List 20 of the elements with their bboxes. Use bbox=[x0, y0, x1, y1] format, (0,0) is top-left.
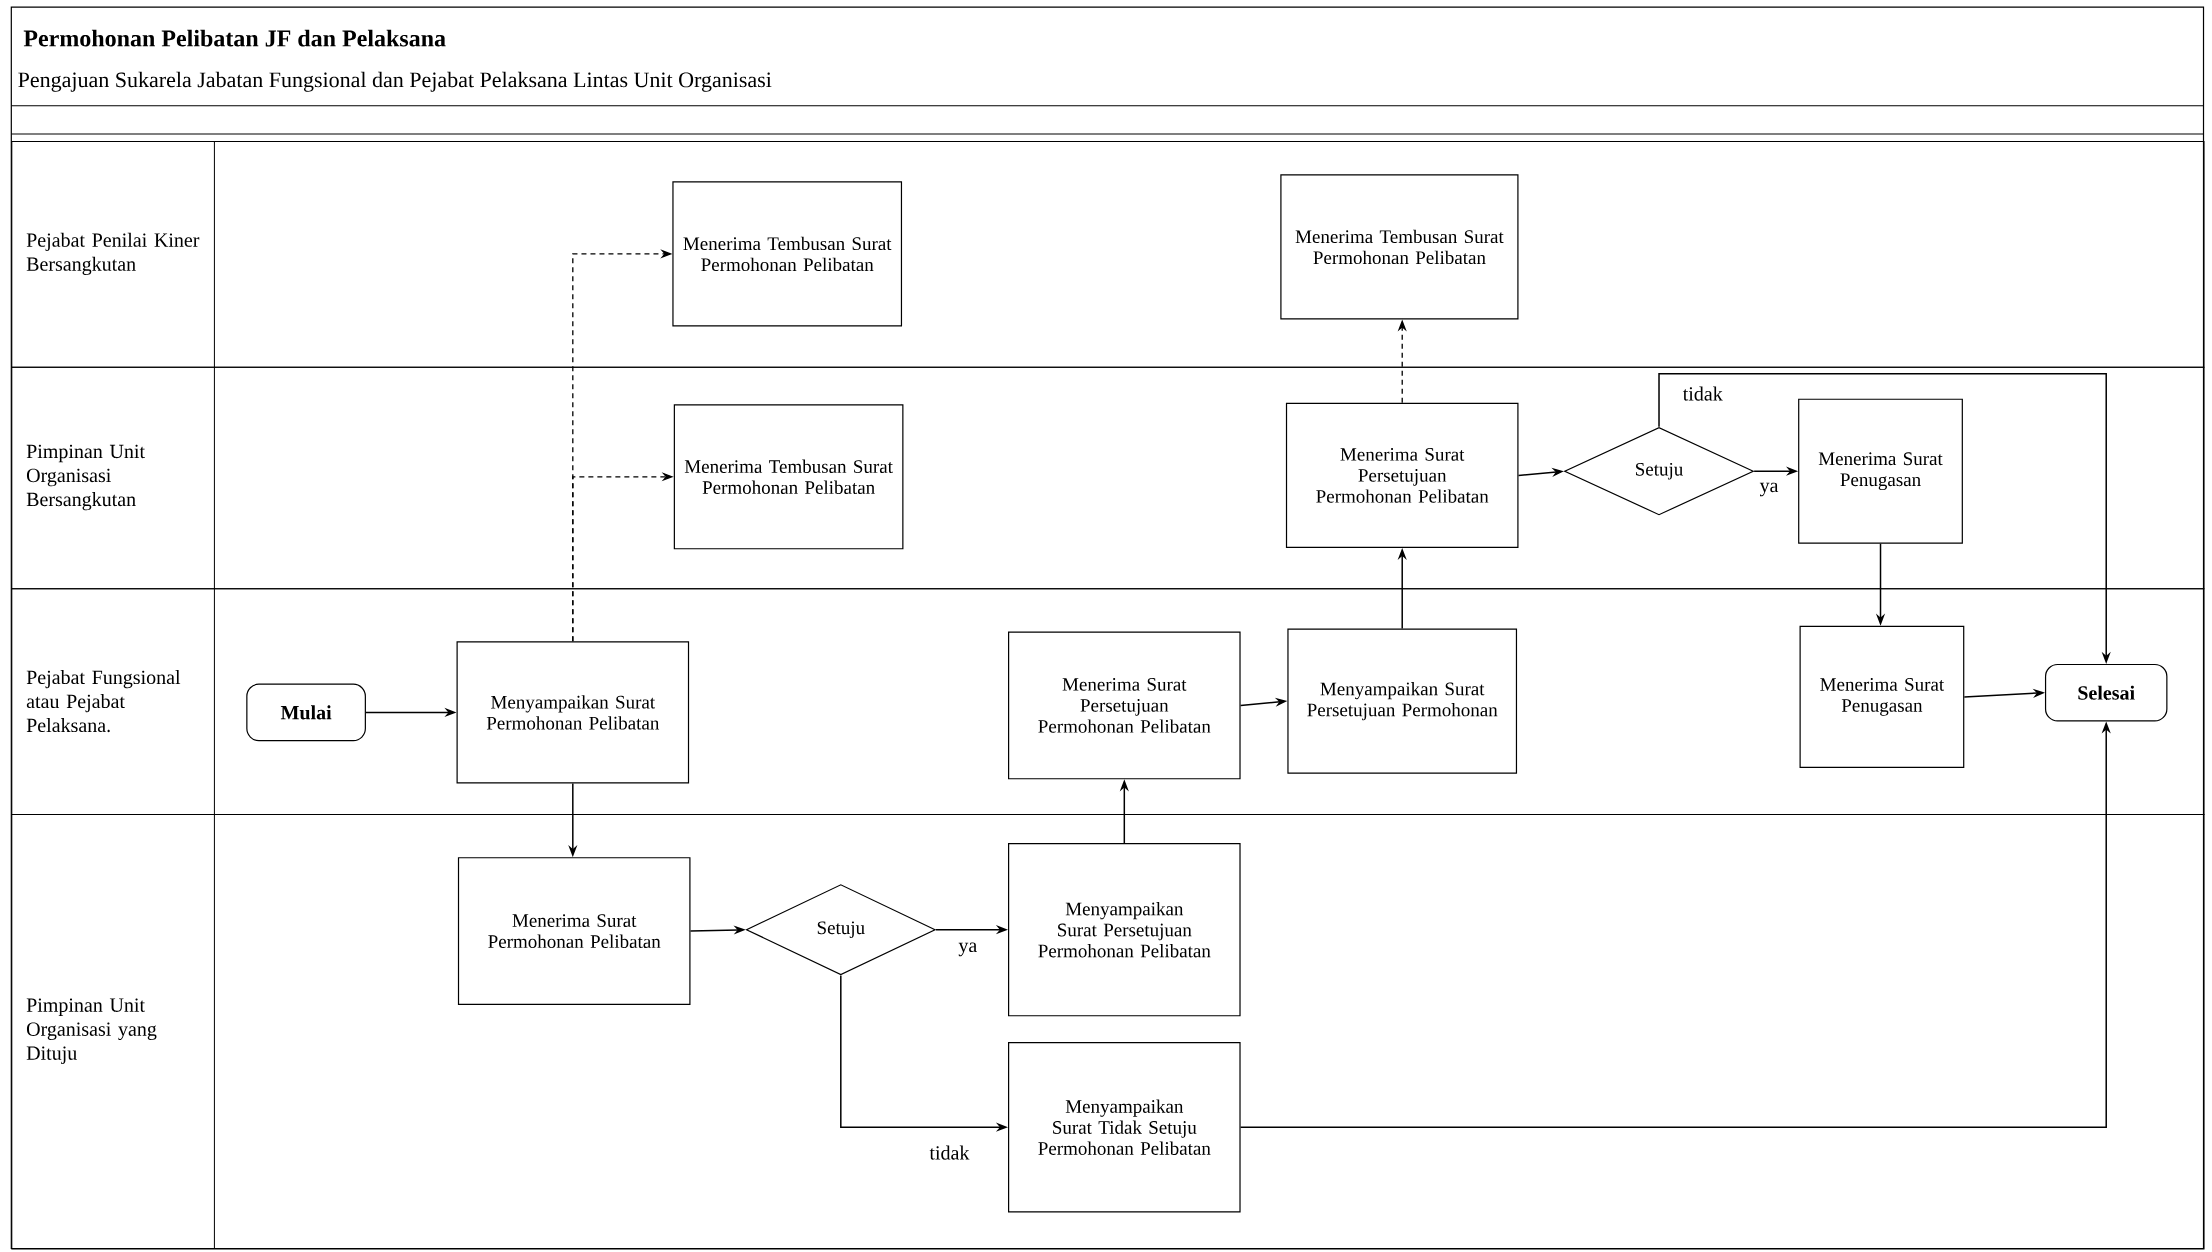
process-box: Menerima Tembusan Surat Permohonan Pelibatan bbox=[672, 181, 903, 327]
process-box: Menerima Tembusan Surat Permohonan Pelibatan bbox=[673, 404, 904, 550]
subtitle: Pengajuan Sukarela Jabatan Fungsional dan Pejabat Pelaksana Lintas Unit Organisasi bbox=[18, 71, 772, 92]
terminal: Selesai bbox=[2044, 663, 2168, 722]
process-box: Menerima Surat Penugasan bbox=[1798, 398, 1963, 544]
edge-label: tidak bbox=[1681, 385, 1724, 402]
process-box: Menyampaikan Surat Persetujuan Permohonan Pelibatan bbox=[1008, 843, 1241, 1017]
title: Permohonan Pelibatan JF dan Pelaksana bbox=[23, 29, 446, 47]
process-box: Menerima Surat Permohonan Pelibatan bbox=[457, 857, 691, 1006]
terminal: Mulai bbox=[246, 683, 366, 742]
process-box: Menerima Surat Persetujuan Permohonan Pelibatan bbox=[1008, 631, 1241, 780]
edge-label: tidak bbox=[928, 1144, 971, 1161]
edge-label: ya bbox=[957, 941, 979, 958]
process-box: Menerima Surat Penugasan bbox=[1799, 625, 1965, 769]
process-box: Menyampaikan Surat Tidak Setuju Permohonan Pelibatan bbox=[1008, 1041, 1241, 1213]
process-box: Menerima Surat Persetujuan Permohonan Pelibatan bbox=[1285, 402, 1519, 548]
process-box: Menyampaikan Surat Permohonan Pelibatan bbox=[456, 641, 690, 784]
process-box: Menyampaikan Surat Persetujuan Permohonan bbox=[1287, 628, 1518, 774]
edge-label: ya bbox=[1758, 481, 1780, 498]
process-box: Menerima Tembusan Surat Permohonan Pelibatan bbox=[1280, 174, 1519, 320]
